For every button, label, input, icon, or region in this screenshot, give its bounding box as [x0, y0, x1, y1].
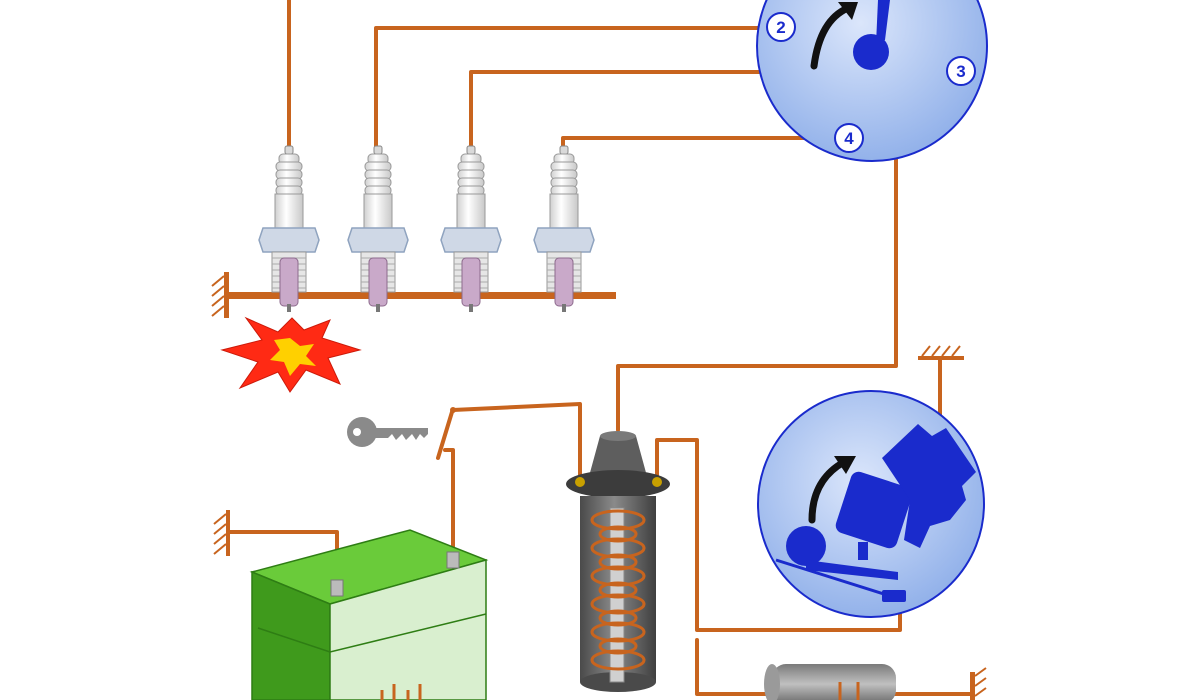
rotation-arrow-icon: [810, 2, 858, 70]
rotation-arrow-icon: [808, 456, 856, 524]
distributor-cap: [756, 0, 988, 162]
svg-text:4: 4: [844, 129, 854, 148]
battery: [249, 529, 489, 700]
spark-plug: [347, 145, 409, 313]
engine-ground-rail: [211, 272, 616, 318]
ground-icon: [970, 667, 987, 700]
ignition-coil: [566, 431, 670, 692]
svg-text:3: 3: [956, 62, 965, 81]
condenser: [764, 664, 896, 700]
svg-text:2: 2: [776, 18, 785, 37]
spark-plug: [440, 145, 502, 313]
contact-breaker: [757, 345, 985, 618]
key-icon: [347, 417, 428, 447]
ground-icon: [213, 510, 230, 556]
spark-plug: [533, 145, 595, 313]
spark-icon: [220, 316, 362, 393]
terminal-badge: 4: [834, 123, 864, 153]
terminal-badge: 2: [766, 12, 796, 42]
ignition-switch: [436, 407, 456, 460]
spark-plug: [258, 145, 320, 313]
terminal-badge: 3: [946, 56, 976, 86]
